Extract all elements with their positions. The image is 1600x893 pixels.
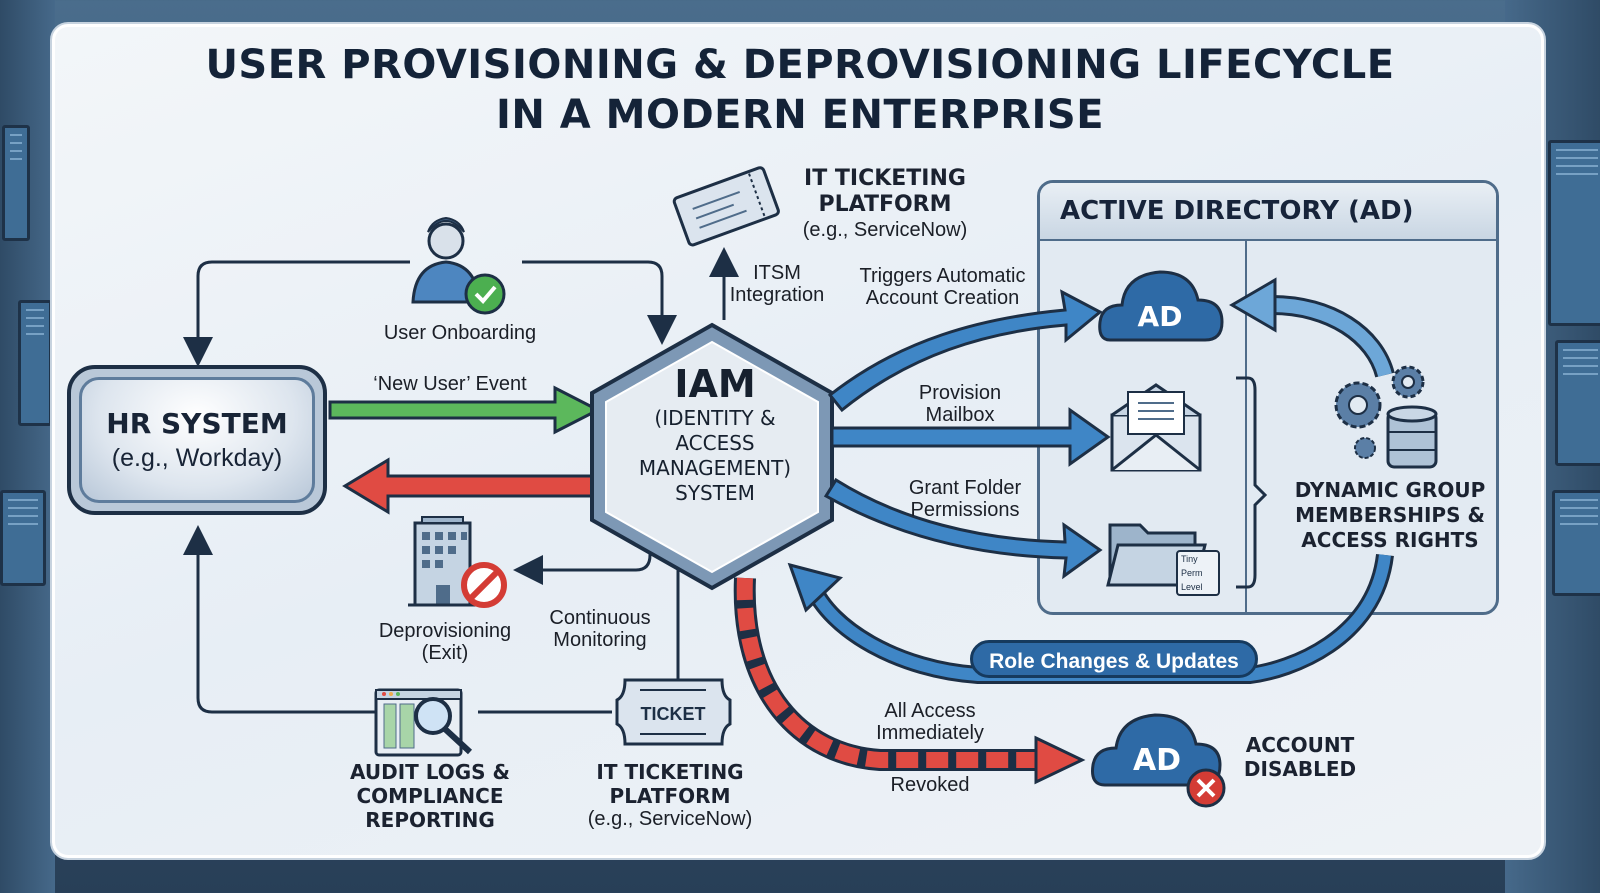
dynamic-group-line-1: DYNAMIC GROUP: [1294, 478, 1486, 502]
perm-tag-perm: Perm: [1181, 568, 1203, 578]
account-disabled-line-2: DISABLED: [1243, 757, 1357, 781]
background-monitor: [1548, 140, 1600, 326]
account-disabled-line-1: ACCOUNT: [1245, 733, 1355, 757]
ticket-label: TICKET: [641, 704, 706, 724]
iam-node-label: IAM (IDENTITY & ACCESS MANAGEMENT) SYSTE…: [600, 362, 830, 506]
ad-disabled-cloud-icon: AD: [1091, 713, 1226, 808]
provision-mailbox-line-1: Provision: [918, 382, 1002, 404]
background-monitor: [1552, 490, 1600, 596]
revoke-label-top: All Access Immediately: [860, 700, 1000, 744]
iam-line-4: SYSTEM: [675, 481, 755, 505]
deprovision-arrow: [342, 457, 612, 515]
folder-permission-tag: Tiny Perm Level: [1176, 550, 1220, 596]
provision-mailbox-label: Provision Mailbox: [895, 382, 1025, 426]
iam-title: IAM: [674, 362, 756, 406]
background-monitor: [0, 490, 46, 586]
page-title: USER PROVISIONING & DEPROVISIONING LIFEC…: [0, 40, 1600, 140]
ticket-bottom-icon: TICKET: [615, 678, 732, 746]
audit-logs-line-3: REPORTING: [365, 808, 495, 832]
active-directory-panel: ACTIVE DIRECTORY (AD): [1037, 180, 1499, 615]
perm-tag-level: Level: [1181, 582, 1203, 592]
gears-database-icon: [1334, 365, 1438, 469]
ticketing-bottom-line-1: IT TICKETING: [596, 760, 744, 784]
user-check-icon: [411, 216, 506, 315]
deprovisioning-label: Deprovisioning (Exit): [365, 620, 525, 664]
hr-system-subtitle: (e.g., Workday): [111, 444, 283, 472]
user-onboarding-label: User Onboarding: [383, 322, 537, 344]
dynamic-group-line-3: ACCESS RIGHTS: [1301, 528, 1479, 552]
account-disabled-label: ACCOUNT DISABLED: [1235, 733, 1365, 781]
triggers-line-2: Account Creation: [865, 287, 1020, 309]
new-user-event-label: ‘New User’ Event: [373, 373, 527, 395]
provision-arrows: [823, 289, 1111, 580]
ticketing-bottom-subtitle: (e.g., ServiceNow): [587, 808, 753, 830]
iam-hexagon: [590, 322, 834, 591]
itsm-line-2: Integration: [729, 284, 825, 306]
hr-system-node: HR SYSTEM (e.g., Workday): [67, 365, 327, 515]
ad-cloud-label: AD: [1138, 300, 1183, 333]
revoke-line-3: Revoked: [890, 774, 970, 796]
mailbox-icon: [1110, 383, 1202, 472]
ticketing-bottom-line-2: PLATFORM: [609, 784, 731, 808]
deprovisioning-line-2: (Exit): [421, 642, 469, 664]
role-changes-badge: Role Changes & Updates: [970, 640, 1258, 678]
audit-logs-label: AUDIT LOGS & COMPLIANCE REPORTING: [330, 760, 530, 832]
dynamic-group-label: DYNAMIC GROUP MEMBERSHIPS & ACCESS RIGHT…: [1285, 478, 1495, 553]
grant-folder-line-2: Permissions: [910, 499, 1020, 521]
ticketing-top-line-1: IT TICKETING: [804, 166, 966, 191]
ticket-icon: [672, 166, 780, 247]
group-bracket: [1236, 376, 1268, 589]
continuous-monitoring-line-2: Monitoring: [553, 629, 647, 651]
audit-search-icon: [374, 688, 473, 757]
ticketing-top-line-2: PLATFORM: [818, 192, 952, 217]
revoke-arrow: [733, 577, 1086, 785]
iam-line-1: (IDENTITY &: [654, 406, 776, 430]
background-monitor: [1555, 340, 1600, 466]
dynamic-group-line-2: MEMBERSHIPS &: [1295, 503, 1485, 527]
ticketing-top-title: IT TICKETING PLATFORM: [765, 166, 1005, 218]
grant-folder-line-1: Grant Folder: [908, 477, 1022, 499]
hr-system-title: HR SYSTEM: [106, 407, 288, 440]
itsm-line-1: ITSM: [753, 262, 801, 284]
iam-line-2: ACCESS: [675, 431, 755, 455]
title-line-1: USER PROVISIONING & DEPROVISIONING LIFEC…: [205, 42, 1395, 88]
revoke-line-1: All Access: [884, 700, 976, 722]
audit-logs-line-1: AUDIT LOGS &: [349, 760, 510, 784]
background-monitor: [18, 300, 52, 426]
revoke-line-2: Immediately: [876, 722, 984, 744]
triggers-line-1: Triggers Automatic: [859, 265, 1026, 287]
active-directory-divider: [1245, 239, 1247, 612]
new-user-event-arrow: [328, 385, 602, 435]
provision-mailbox-line-2: Mailbox: [925, 404, 995, 426]
title-line-2: IN A MODERN ENTERPRISE: [495, 92, 1105, 138]
deprovisioning-line-1: Deprovisioning: [378, 620, 512, 642]
grant-folder-label: Grant Folder Permissions: [895, 477, 1035, 521]
continuous-monitoring-line-1: Continuous: [549, 607, 651, 629]
perm-tag-tiny: Tiny: [1181, 554, 1198, 564]
ad-cloud-icon: AD: [1098, 270, 1224, 342]
audit-logs-line-2: COMPLIANCE: [356, 784, 504, 808]
active-directory-title: ACTIVE DIRECTORY (AD): [1040, 183, 1496, 241]
iam-line-3: MANAGEMENT): [638, 456, 792, 480]
onboarding-connector: [183, 260, 677, 367]
triggers-label: Triggers Automatic Account Creation: [845, 265, 1040, 309]
continuous-monitoring-label: Continuous Monitoring: [535, 607, 665, 651]
itsm-label: ITSM Integration: [722, 262, 832, 306]
ad-disabled-label: AD: [1133, 743, 1181, 778]
background-monitor: [2, 125, 30, 241]
ticketing-top-subtitle: (e.g., ServiceNow): [802, 219, 968, 241]
building-blocked-icon: [408, 516, 507, 608]
ticketing-bottom-title: IT TICKETING PLATFORM: [570, 760, 770, 808]
